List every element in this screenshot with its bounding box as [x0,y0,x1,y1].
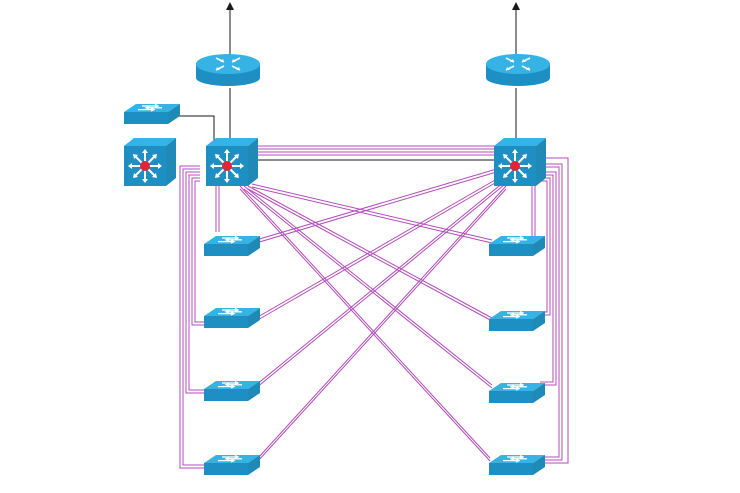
aux-multilayer-switch[interactable] [123,137,177,187]
access-switch-right-1[interactable] [488,235,546,257]
core-switch-right[interactable] [493,137,547,187]
core-switch-left[interactable] [205,137,259,187]
access-switch-right-3[interactable] [488,382,546,404]
access-switch-right-4[interactable] [488,454,546,476]
access-switch-left-3[interactable] [203,380,261,402]
aux-access-switch[interactable] [123,103,181,125]
access-switch-left-2[interactable] [203,307,261,329]
uplinks [176,2,520,161]
router-left[interactable] [195,53,261,87]
aux-switch-to-core-left [176,115,215,140]
access-switch-left-1[interactable] [203,235,261,257]
router-right[interactable] [485,53,551,87]
access-switch-left-4[interactable] [203,454,261,476]
access-switch-right-2[interactable] [488,310,546,332]
access-links [179,145,569,469]
